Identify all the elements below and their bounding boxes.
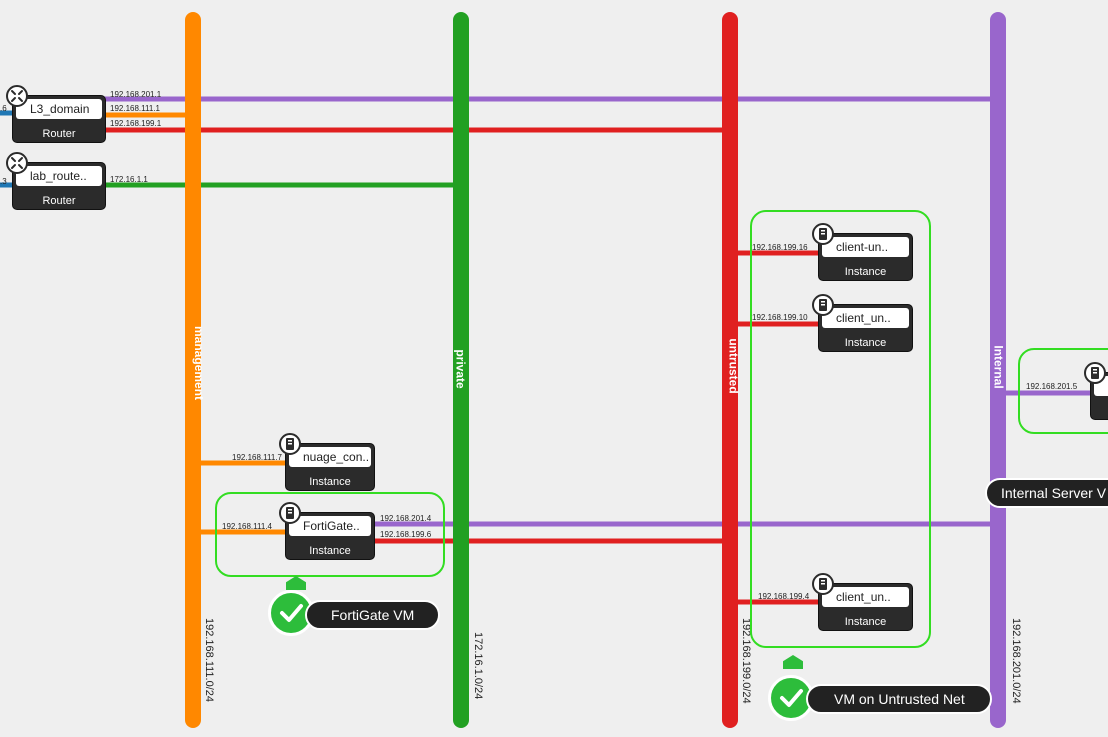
network-bar-private[interactable] bbox=[453, 12, 469, 728]
router-name: L3_domain bbox=[16, 99, 102, 119]
instance-node-client2[interactable]: client_un.. Instance bbox=[812, 294, 913, 352]
group-internal-server[interactable] bbox=[1018, 348, 1108, 434]
network-cidr-private: 172.16.1.0/24 bbox=[472, 632, 484, 700]
instance-name: client_un.. bbox=[822, 587, 909, 607]
instance-ip-client2: 192.168.199.10 bbox=[752, 313, 808, 322]
server-icon bbox=[1084, 362, 1106, 384]
network-bar-internal[interactable] bbox=[990, 12, 1006, 728]
network-label-management[interactable]: management bbox=[192, 325, 207, 401]
instance-ip-nuage: 192.168.111.7 bbox=[232, 453, 282, 462]
group-pin bbox=[783, 655, 803, 669]
router-external-ip: .3 bbox=[0, 177, 7, 186]
group-untrusted-vm[interactable] bbox=[750, 210, 931, 648]
network-label-internal[interactable]: Internal bbox=[991, 345, 1006, 389]
server-icon bbox=[279, 502, 301, 524]
links-layer bbox=[0, 96, 1090, 605]
router-ip-management: 192.168.111.1 bbox=[110, 104, 160, 113]
instance-name: FortiGate.. bbox=[289, 516, 371, 536]
instance-node-nuage[interactable]: nuage_con.. Instance bbox=[279, 433, 375, 491]
network-label-untrusted[interactable]: untrusted bbox=[726, 338, 741, 394]
server-icon bbox=[812, 573, 834, 595]
instance-ip-fortigate-untrusted: 192.168.199.6 bbox=[380, 530, 432, 539]
server-icon bbox=[279, 433, 301, 455]
instance-kind bbox=[1091, 403, 1108, 419]
router-name: lab_route.. bbox=[16, 166, 102, 186]
instance-ip-client3: 192.168.199.4 bbox=[758, 592, 810, 601]
server-icon bbox=[812, 294, 834, 316]
instance-kind: Instance bbox=[844, 266, 887, 278]
network-bar-management[interactable] bbox=[185, 12, 201, 728]
router-ip-untrusted: 192.168.199.1 bbox=[110, 119, 162, 128]
group-fortigate-vm[interactable] bbox=[215, 492, 445, 577]
router-ip-private: 172.16.1.1 bbox=[110, 175, 148, 184]
router-ip-internal: 192.168.201.1 bbox=[110, 90, 162, 99]
instance-name: nuage_con.. bbox=[289, 447, 371, 467]
server-icon bbox=[812, 223, 834, 245]
router-node-l3-domain[interactable]: L3_domain Router bbox=[6, 85, 106, 143]
instance-ip-fortigate-management: 192.168.111.4 bbox=[222, 522, 272, 531]
networks-layer bbox=[185, 12, 1006, 728]
instance-ip-fortigate-internal: 192.168.201.4 bbox=[380, 514, 432, 523]
instance-node-client1[interactable]: client-un.. Instance bbox=[812, 223, 913, 281]
network-bar-untrusted[interactable] bbox=[722, 12, 738, 728]
router-kind: Router bbox=[42, 128, 76, 140]
instance-kind: Instance bbox=[309, 545, 351, 557]
instance-ip-client1: 192.168.199.16 bbox=[752, 243, 808, 252]
instance-node-client3[interactable]: client_un.. Instance bbox=[812, 573, 913, 631]
instance-name: client-un.. bbox=[822, 237, 909, 257]
router-icon bbox=[6, 85, 28, 107]
instance-name: client_un.. bbox=[822, 308, 909, 328]
router-kind: Router bbox=[42, 195, 76, 207]
router-node-lab-route[interactable]: lab_route.. Router bbox=[6, 152, 106, 210]
instance-kind: Instance bbox=[844, 337, 887, 349]
group-label-fortigate-vm[interactable]: FortiGate VM bbox=[305, 600, 440, 630]
instance-node-fortigate[interactable]: FortiGate.. Instance bbox=[279, 502, 375, 560]
group-pin bbox=[286, 576, 306, 590]
network-label-private[interactable]: private bbox=[453, 349, 468, 389]
instance-kind: Instance bbox=[309, 476, 351, 488]
instance-node-server[interactable]: s bbox=[1084, 362, 1108, 420]
group-label-internal-server[interactable]: Internal Server V bbox=[985, 478, 1108, 508]
router-icon bbox=[6, 152, 28, 174]
network-cidr-management: 192.168.111.0/24 bbox=[203, 618, 215, 703]
instance-kind: Instance bbox=[844, 616, 887, 628]
instance-ip-server: 192.168.201.5 bbox=[1026, 382, 1078, 391]
network-cidr-internal: 192.168.201.0/24 bbox=[1010, 618, 1022, 704]
router-external-ip: .6 bbox=[0, 104, 7, 113]
group-label-untrusted-vm[interactable]: VM on Untrusted Net bbox=[806, 684, 992, 714]
